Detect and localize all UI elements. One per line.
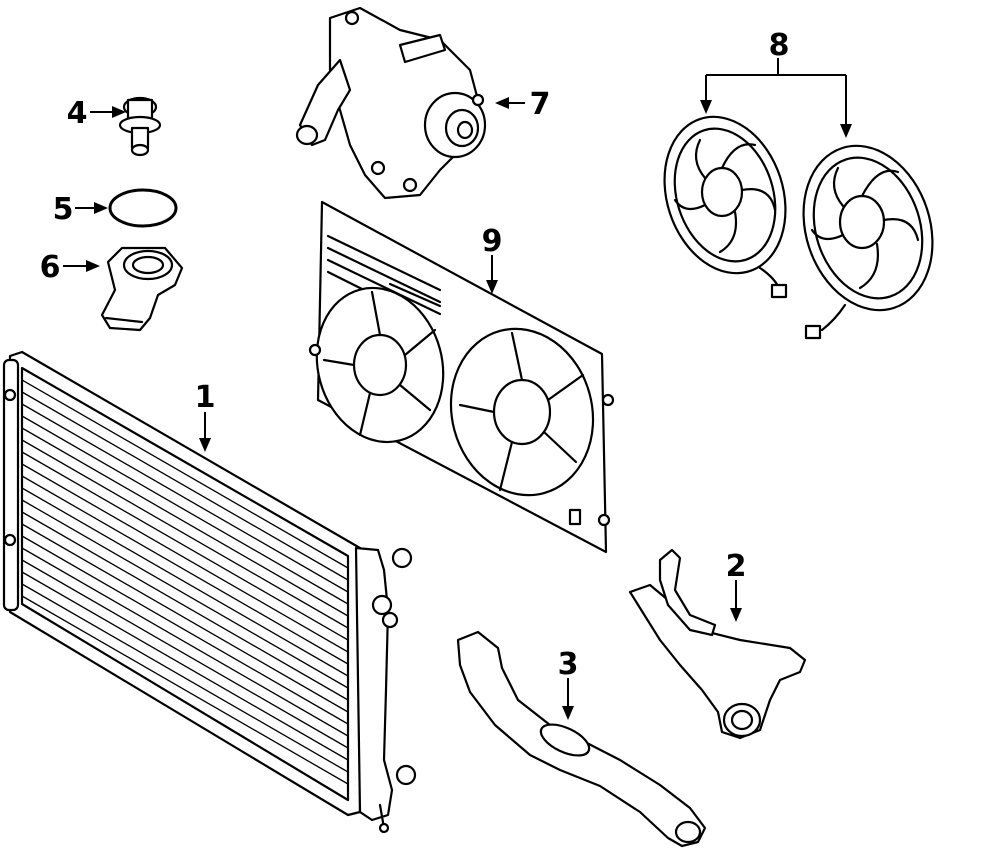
callout-6: 6 [40,250,61,285]
callout-9: 9 [482,224,503,259]
radiator [2,350,417,834]
callout-8: 8 [769,28,790,63]
callout-3: 3 [558,647,579,682]
callout-labels: 1 2 3 4 5 6 7 8 9 [40,28,790,682]
radiator-fins [21,379,349,785]
lower-hose [456,630,707,848]
callout-1: 1 [195,380,216,415]
fan-assembly-left [663,115,788,299]
leader-lines [63,58,852,720]
callout-2: 2 [726,549,747,584]
fan-shroud [308,200,615,554]
fan-assembly-right [802,144,934,340]
upper-hose [628,548,807,740]
callout-5: 5 [53,192,74,227]
thermostat [118,96,162,157]
o-ring-gasket [108,188,178,228]
thermostat-housing [100,246,184,332]
water-pump [295,6,487,200]
callout-7: 7 [530,87,551,122]
callout-4: 4 [67,96,88,131]
